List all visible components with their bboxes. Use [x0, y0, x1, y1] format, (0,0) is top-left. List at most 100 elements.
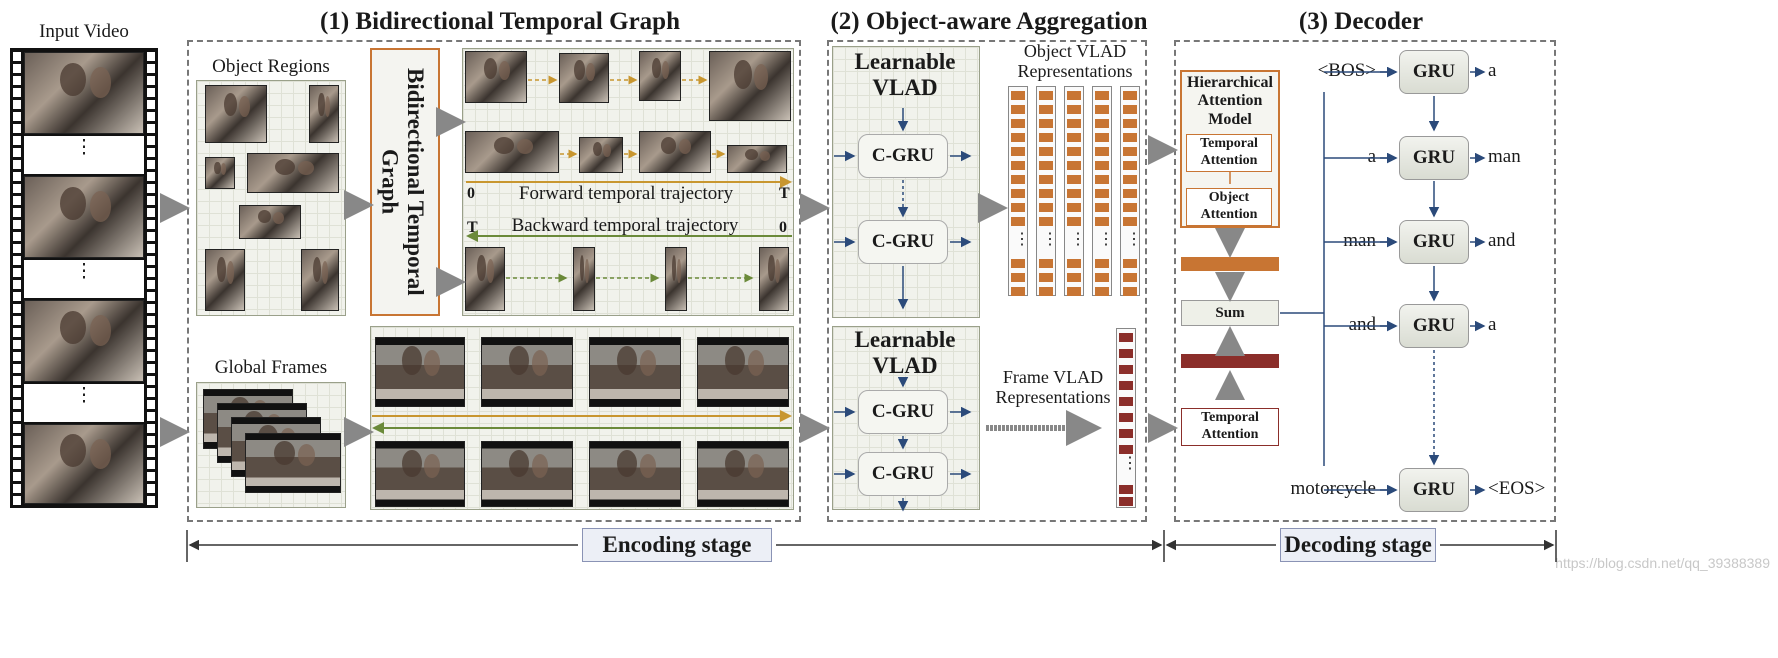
frame-thumb	[589, 337, 681, 407]
vector-cell	[1067, 273, 1081, 282]
film-hole	[13, 52, 21, 61]
vector-cell	[1095, 119, 1109, 128]
vector-cell	[1039, 189, 1053, 198]
object-regions-box	[196, 80, 346, 316]
gru-cell: GRU	[1399, 136, 1469, 180]
decoder-output-word: man	[1488, 146, 1521, 167]
vector-cell	[1011, 217, 1025, 226]
film-hole	[147, 448, 155, 457]
global-frames-box	[196, 382, 346, 508]
frame-thumb	[697, 337, 789, 407]
t0-backward: 0	[779, 219, 787, 236]
film-hole	[147, 472, 155, 481]
watermark: https://blog.csdn.net/qq_39388389	[1555, 555, 1770, 571]
film-hole	[147, 376, 155, 385]
vector-cell	[1095, 161, 1109, 170]
frame-context-bar	[1181, 354, 1279, 368]
forward-label: Forward temporal trajectory	[518, 183, 734, 204]
video-frame	[24, 176, 144, 258]
film-hole	[13, 76, 21, 85]
ellipsis: ⋮	[74, 385, 94, 406]
film-hole	[147, 244, 155, 253]
decoder-output-word: a	[1488, 314, 1497, 335]
gru-cell: GRU	[1399, 304, 1469, 348]
vector-cell	[1123, 287, 1137, 296]
film-hole	[13, 256, 21, 265]
film-hole	[147, 280, 155, 289]
tT-backward: T	[467, 219, 478, 236]
vector-cell	[1095, 189, 1109, 198]
object-region	[247, 153, 339, 193]
film-hole	[13, 148, 21, 157]
vector-cell	[1067, 119, 1081, 128]
vector-cell	[1119, 349, 1133, 358]
track-thumb	[727, 145, 787, 173]
film-hole	[147, 208, 155, 217]
ellipsis: ⋮	[74, 137, 94, 158]
temporal-attention-box: Temporal Attention	[1186, 134, 1272, 172]
film-hole	[13, 124, 21, 133]
frame-thumb	[481, 337, 573, 407]
vector-cell	[1039, 175, 1053, 184]
film-hole	[147, 136, 155, 145]
ellipsis: ⋮	[74, 261, 94, 282]
frame-vlad-vector: ⋮	[1116, 328, 1138, 508]
film-hole	[13, 436, 21, 445]
gru-cell: GRU	[1399, 50, 1469, 94]
frame-thumb	[375, 337, 465, 407]
vector-cell	[1011, 287, 1025, 296]
film-hole	[13, 244, 21, 253]
film-hole	[147, 148, 155, 157]
vector-cell	[1095, 175, 1109, 184]
film-hole	[13, 172, 21, 181]
vector-cell	[1119, 429, 1133, 438]
film-hole	[13, 472, 21, 481]
vector-cell	[1067, 161, 1081, 170]
vector-cell	[1039, 217, 1053, 226]
stage3-title: (3) Decoder	[1298, 8, 1424, 35]
vector-cell	[1119, 497, 1133, 506]
film-hole	[147, 388, 155, 397]
decoding-stage-label: Decoding stage	[1280, 528, 1436, 562]
vector-cell	[1067, 217, 1081, 226]
c-gru-block: C-GRU	[858, 390, 948, 434]
film-hole	[147, 172, 155, 181]
film-hole	[13, 364, 21, 373]
vector-cell	[1123, 105, 1137, 114]
film-hole	[147, 328, 155, 337]
global-frame	[245, 433, 341, 493]
vector-cell	[1011, 105, 1025, 114]
btg-box: Bidirectional Temporal Graph	[370, 48, 440, 316]
decoder-input-word: a	[1367, 146, 1376, 167]
object-vlad-vector: ⋮	[1064, 86, 1086, 296]
gru-cell: GRU	[1399, 468, 1469, 512]
sum-label: Sum	[1215, 304, 1245, 321]
object-context-bar	[1181, 257, 1279, 271]
film-hole	[147, 88, 155, 97]
film-hole	[13, 376, 21, 385]
track-thumb	[579, 137, 623, 173]
object-vlad-vector: ⋮	[1036, 86, 1058, 296]
object-attention-box: Object Attention	[1186, 188, 1272, 226]
vector-cell	[1067, 105, 1081, 114]
vector-cell	[1123, 175, 1137, 184]
vector-cell	[1095, 259, 1109, 268]
film-hole	[13, 292, 21, 301]
vector-cell	[1011, 259, 1025, 268]
decoder-input-word: and	[1348, 314, 1376, 335]
vector-cell	[1095, 147, 1109, 156]
frame-temporal-attention-box: Temporal Attention	[1181, 408, 1279, 446]
vector-cell	[1039, 203, 1053, 212]
film-hole	[147, 76, 155, 85]
frame-thumb	[589, 441, 681, 507]
vector-cell	[1123, 203, 1137, 212]
vector-cell	[1123, 91, 1137, 100]
gru-cell: GRU	[1399, 220, 1469, 264]
decoder-output-word: <EOS>	[1488, 478, 1546, 499]
vector-cell	[1039, 119, 1053, 128]
film-hole	[13, 352, 21, 361]
vector-cell	[1067, 259, 1081, 268]
ellipsis: ⋮	[1014, 231, 1030, 248]
vector-cell	[1123, 217, 1137, 226]
c-gru-block: C-GRU	[858, 134, 948, 178]
